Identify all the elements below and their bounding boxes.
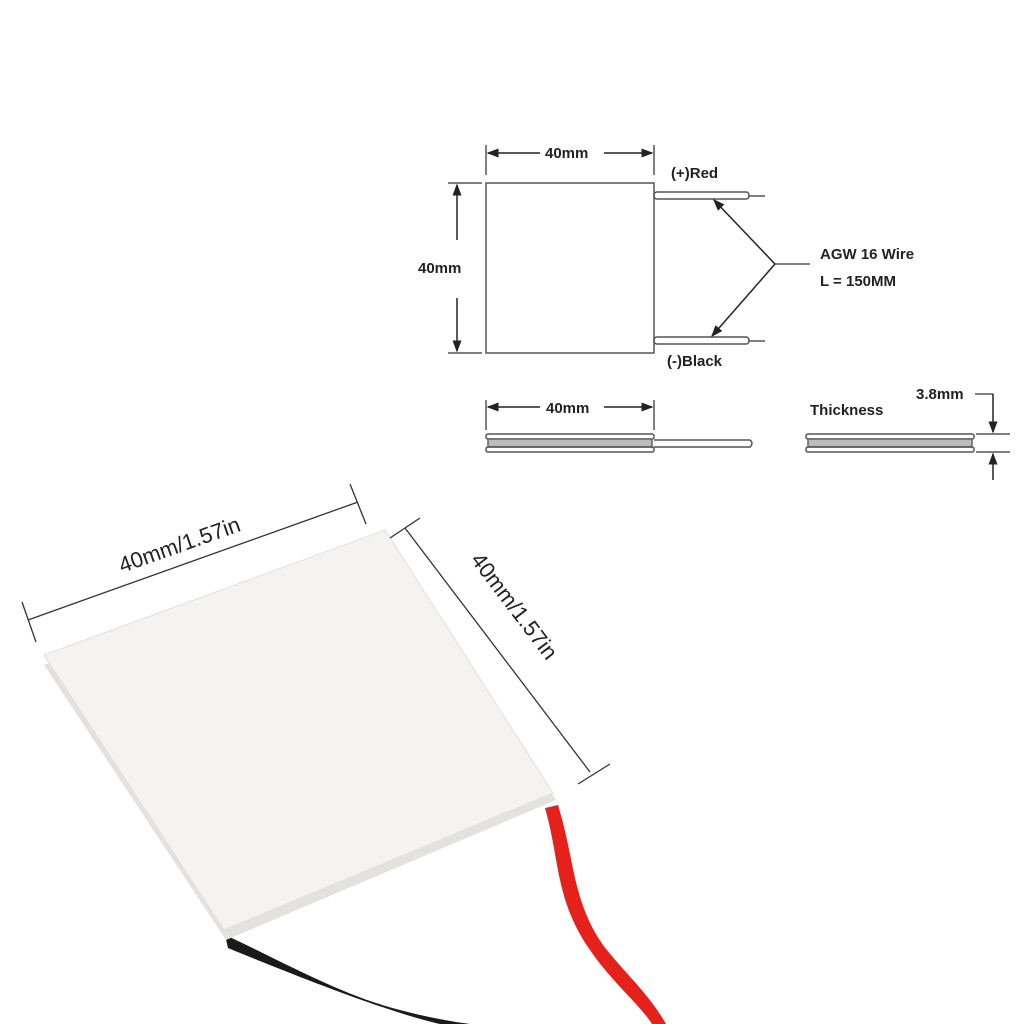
side-view-schematic (485, 393, 1010, 480)
top-view-schematic (448, 145, 810, 354)
module-outline (485, 182, 655, 354)
negative-wire-label: (-)Black (667, 353, 723, 370)
thickness-value: 3.8mm (916, 386, 964, 403)
photo-width-label: 40mm/1.57in (115, 512, 243, 578)
positive-wire-label: (+)Red (671, 165, 718, 182)
side-width-label: 40mm (546, 400, 589, 417)
positive-wire-drawing (653, 191, 750, 200)
photo-height-label: 40mm/1.57in (466, 548, 563, 664)
thickness-label: Thickness (810, 402, 883, 419)
ceramic-plate (43, 529, 554, 931)
left-height-label: 40mm (418, 260, 461, 277)
wire-spec-line2: L = 150MM (820, 273, 896, 290)
module-photo: 40mm/1.57in 40mm/1.57in (21, 483, 666, 1024)
red-wire (545, 805, 666, 1024)
top-width-label: 40mm (545, 145, 588, 162)
negative-wire-drawing (653, 336, 750, 345)
black-wire (225, 935, 470, 1024)
wire-spec-line1: AGW 16 Wire (820, 246, 914, 263)
